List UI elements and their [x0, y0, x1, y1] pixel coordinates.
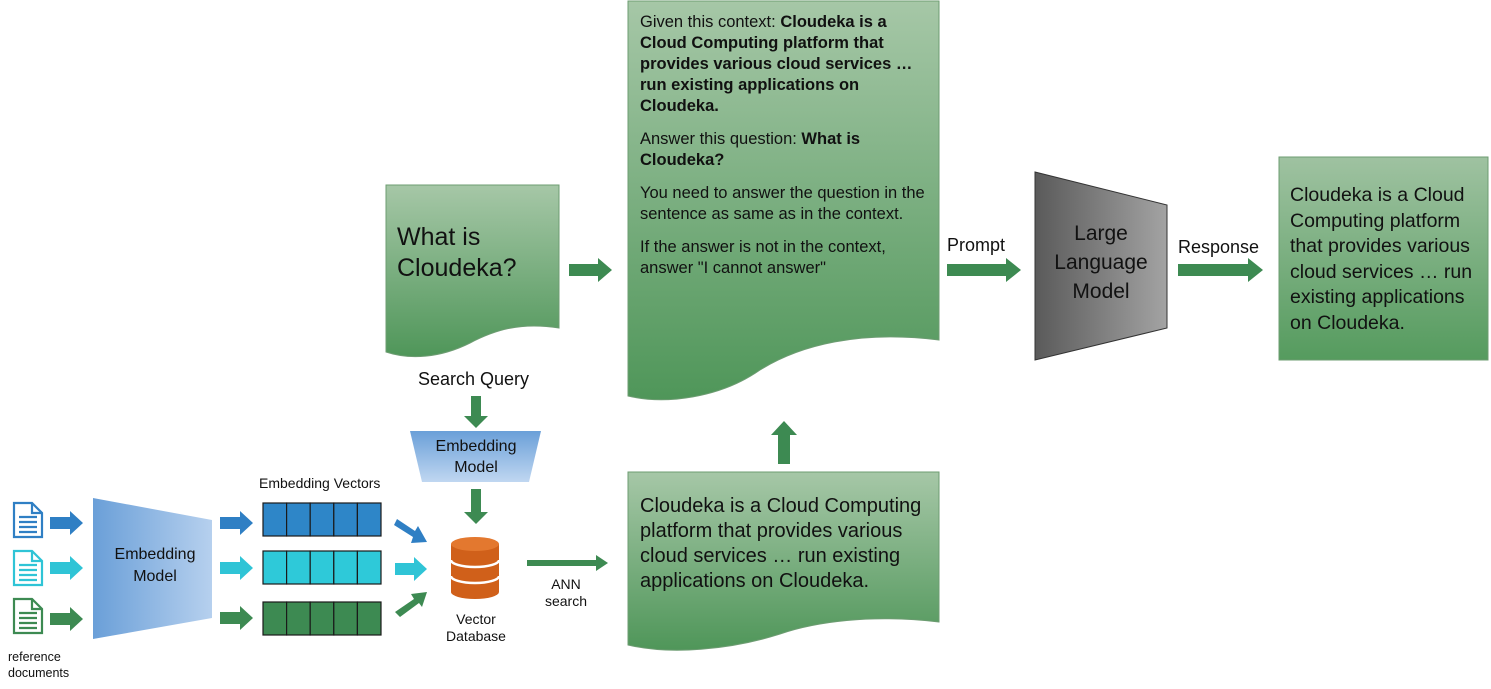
arrow-model-to-vector1 — [220, 511, 253, 535]
context-document-box — [627, 471, 940, 651]
document-icon — [12, 597, 44, 635]
blue-arrows — [50, 511, 427, 543]
prompt-label: Prompt — [947, 235, 1006, 255]
cyan-arrows — [50, 556, 427, 581]
arrow-context-up — [771, 421, 797, 464]
prompt-context: Cloudeka is a Cloud Computing platform t… — [640, 13, 913, 115]
prompt-instruction: You need to answer the question in the s… — [640, 184, 925, 223]
vector-database-label: Vector Database — [446, 611, 506, 644]
reference-documents-label: reference documents — [8, 650, 70, 680]
query-text: What is Cloudeka? — [397, 223, 517, 282]
arrow-model-to-vector2 — [220, 556, 253, 580]
search-query-label: Search Query — [418, 369, 530, 389]
ann-search-label: ANN search — [544, 576, 588, 609]
embedding-vector-blue — [262, 502, 382, 537]
arrow-prompt-to-llm — [947, 258, 1021, 282]
query-embedding-model-shape — [410, 431, 541, 482]
arrow-ann-search — [527, 555, 608, 571]
arrow-search-query-down — [464, 396, 488, 428]
embedding-model-shape — [93, 498, 212, 639]
prompt-document-box — [627, 0, 940, 401]
context-text: Cloudeka is a Cloud Computing platform t… — [640, 495, 922, 592]
response-label: Response — [1178, 237, 1260, 257]
embedding-model-label: Embedding Model — [114, 546, 196, 585]
arrow-doc3-to-model — [50, 607, 83, 631]
embedding-vectors-label: Embedding Vectors — [259, 475, 381, 491]
response-box — [1278, 156, 1489, 361]
prompt-context-prefix: Given this context: — [640, 13, 781, 31]
prompt-question: What is Cloudeka? — [640, 130, 861, 169]
query-document-box — [385, 184, 560, 358]
arrow-vector2-to-db — [395, 557, 427, 581]
embedding-vector-green — [262, 601, 382, 636]
arrow-embedding-to-database — [464, 489, 488, 524]
arrow-vector3-to-db — [395, 592, 427, 617]
document-icon — [12, 549, 44, 587]
arrow-query-to-prompt — [569, 258, 612, 282]
query-embedding-model-label: Embedding Model — [435, 438, 517, 476]
arrow-llm-to-response — [1178, 258, 1263, 282]
prompt-text: Given this context: Cloudeka is a Cloud … — [640, 12, 930, 291]
response-text: Cloudeka is a Cloud Computing platform t… — [1290, 184, 1473, 334]
arrow-vector1-to-db — [394, 519, 427, 543]
database-icon — [449, 537, 501, 599]
document-icon — [12, 501, 44, 539]
prompt-question-prefix: Answer this question: — [640, 130, 802, 148]
arrow-doc1-to-model — [50, 511, 83, 535]
embedding-vector-cyan — [262, 550, 382, 585]
llm-label: Large Language Model — [1054, 222, 1148, 303]
flow-arrows — [50, 258, 1263, 631]
large-language-model-shape — [1034, 171, 1168, 361]
prompt-fallback: If the answer is not in the context, ans… — [640, 238, 886, 277]
arrow-doc2-to-model — [50, 556, 83, 580]
arrow-model-to-vector3 — [220, 606, 253, 630]
